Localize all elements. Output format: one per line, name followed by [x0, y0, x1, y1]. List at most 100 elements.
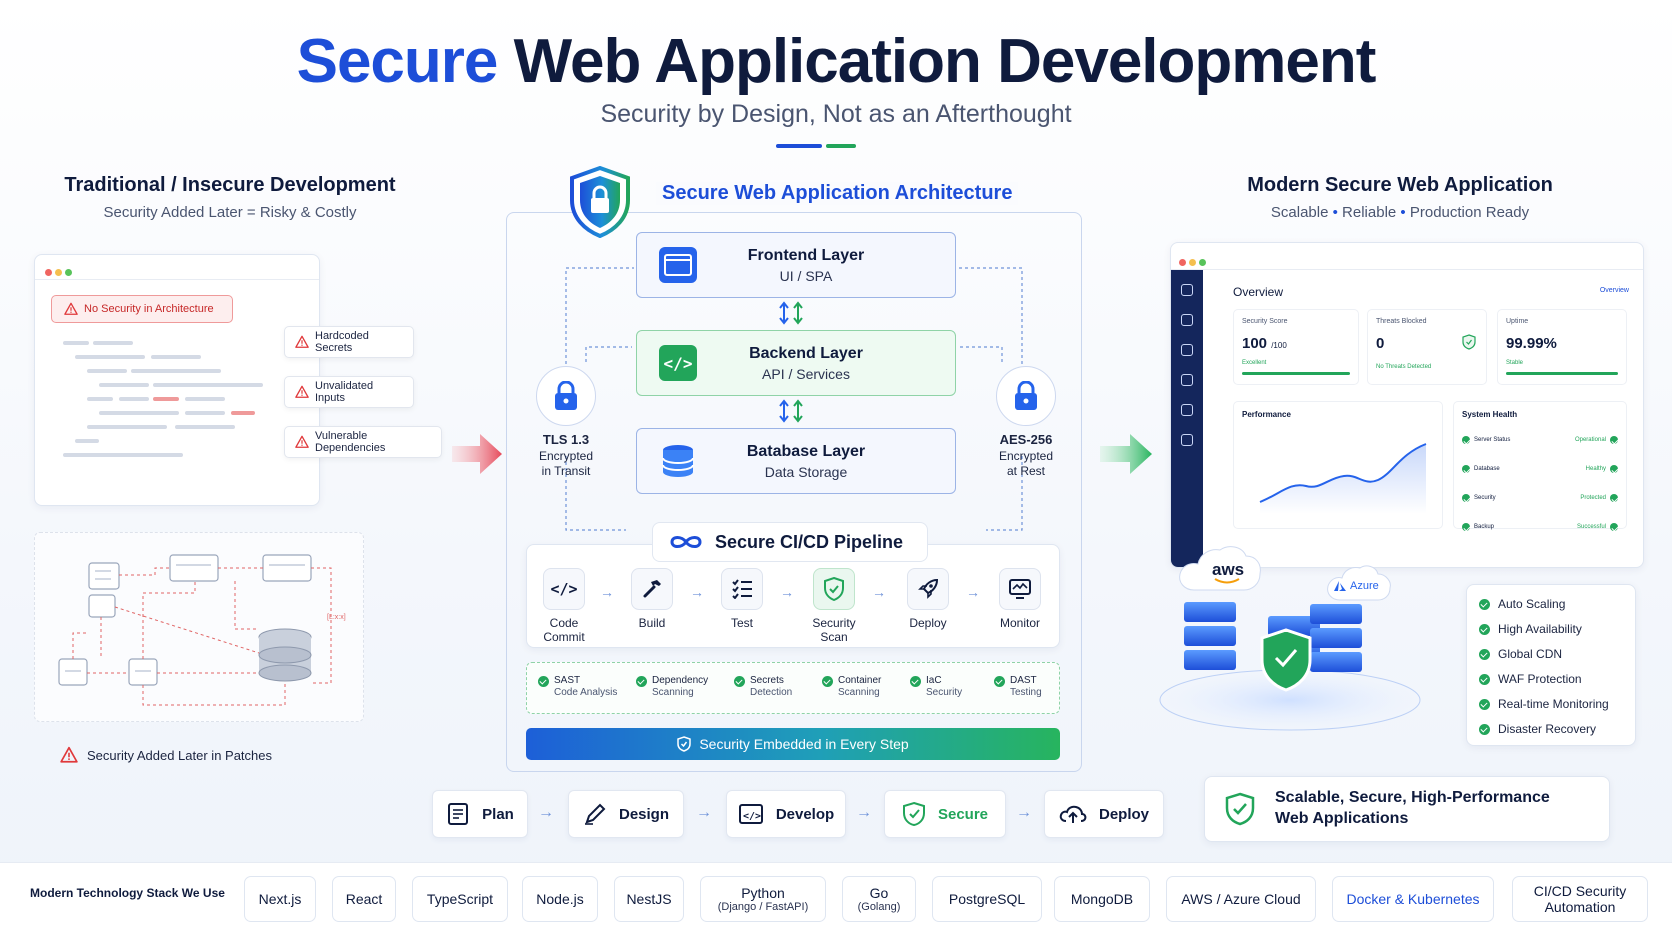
dashboard-title: Overview	[1233, 285, 1284, 299]
warning-hardcoded-secrets: Hardcoded Secrets	[284, 326, 414, 358]
pipeline-step-deploy: Deploy	[892, 568, 964, 630]
flow-arrow-icon: →	[1016, 804, 1032, 821]
gear-icon	[1181, 434, 1193, 446]
lock-icon	[1015, 381, 1037, 410]
pipeline-title-box: Secure CI/CD Pipeline	[652, 522, 928, 562]
insecure-code-window: No Security in Architecture	[34, 254, 320, 506]
checklist-icon	[721, 568, 763, 610]
performance-line-chart	[1259, 443, 1427, 514]
right-heading: Modern Secure Web Application	[1247, 174, 1553, 196]
tech-go: Go(Golang)	[842, 876, 916, 922]
tech-docker-kubernetes: Docker & Kubernetes	[1332, 876, 1494, 922]
code-window-icon: </>	[738, 804, 763, 824]
document-icon	[448, 803, 469, 825]
pipeline-arrow-icon: →	[600, 584, 614, 600]
alert-label: No Security in Architecture	[84, 303, 214, 315]
azure-logo: Azure	[1334, 580, 1379, 592]
settings-icon	[1181, 374, 1193, 386]
browser-window-icon	[659, 247, 697, 283]
flow-step-secure: Secure	[884, 790, 1006, 838]
tech-react: React	[332, 876, 396, 922]
flow-step-develop: </> Develop	[726, 790, 846, 838]
warning-icon	[295, 335, 309, 348]
shield-check-icon	[1225, 792, 1255, 826]
tech-postgresql: PostgreSQL	[932, 876, 1042, 922]
warning-vulnerable-dependencies: Vulnerable Dependencies	[284, 426, 442, 458]
tech-nestjs: NestJS	[614, 876, 684, 922]
cloud-upload-icon	[1059, 805, 1087, 823]
architecture-heading: Secure Web Application Architecture	[656, 182, 1019, 205]
tech-nextjs: Next.js	[244, 876, 316, 922]
dashboard-sidebar	[1171, 270, 1203, 567]
database-icon	[662, 445, 694, 477]
stat-security-score: Security Score 100 /100 Excellent	[1233, 309, 1359, 385]
green-arrow-icon	[1100, 434, 1152, 474]
aes-lock-badge	[996, 366, 1056, 426]
code-brackets-icon: </>	[659, 345, 697, 381]
pipeline-step-monitor: Monitor	[984, 568, 1056, 630]
architecture-frame	[506, 212, 1082, 772]
tls-lock-badge	[536, 366, 596, 426]
svg-text:</>: </>	[743, 811, 761, 822]
left-subheading: Security Added Later = Risky & Costly	[103, 204, 357, 221]
chart-icon	[1181, 404, 1193, 416]
aws-smile-icon	[1214, 578, 1240, 584]
shield-lock-icon	[570, 166, 630, 238]
layer-connectors	[565, 267, 1023, 531]
left-heading: Traditional / Insecure Development	[64, 174, 396, 196]
performance-panel: Performance	[1233, 401, 1443, 529]
cloud-infrastructure-illustration	[1159, 546, 1421, 731]
flow-step-plan: Plan	[432, 790, 528, 838]
svg-text:[L:x:x]: [L:x:x]	[327, 614, 346, 621]
pipeline-arrow-icon: →	[872, 584, 886, 600]
feature-item: Real-time Monitoring	[1479, 691, 1623, 716]
rocket-icon	[907, 568, 949, 610]
pipeline-step-test: Test	[706, 568, 778, 630]
pipeline-arrow-icon: →	[690, 584, 704, 600]
tech-mongodb: MongoDB	[1054, 876, 1150, 922]
warning-unvalidated-inputs: Unvalidated Inputs	[284, 376, 414, 408]
red-arrow-icon	[452, 434, 502, 474]
window-dots	[45, 263, 75, 281]
shield-check-icon	[902, 801, 925, 827]
stat-uptime: Uptime 99.99% Stable	[1497, 309, 1627, 385]
aws-logo: aws	[1212, 560, 1245, 579]
window-dots	[1179, 253, 1209, 271]
tech-stack-label: Modern Technology Stack We Use	[30, 886, 225, 900]
security-embedded-banner: Security Embedded in Every Step	[526, 728, 1060, 760]
pipeline-step-build: Build	[616, 568, 688, 630]
shield-check-icon	[1462, 334, 1476, 350]
promo-box: Scalable, Secure, High-Performance Web A…	[1204, 776, 1610, 842]
feature-item: High Availability	[1479, 616, 1623, 641]
overview-link[interactable]: Overview	[1599, 287, 1629, 294]
tech-aws-azure: AWS / Azure Cloud	[1166, 876, 1316, 922]
pipeline-arrow-icon: →	[780, 584, 794, 600]
no-security-alert: No Security in Architecture	[51, 295, 233, 323]
shield-check-icon	[677, 736, 692, 752]
tech-typescript: TypeScript	[412, 876, 508, 922]
lock-icon	[555, 381, 577, 410]
shield-check-icon	[813, 568, 855, 610]
warning-icon	[60, 746, 78, 763]
title-underline	[776, 144, 822, 148]
monitor-icon	[999, 568, 1041, 610]
flow-step-deploy: Deploy	[1044, 790, 1164, 838]
code-icon: </>	[543, 568, 585, 610]
security-checks-row	[526, 662, 1060, 714]
home-icon	[1181, 284, 1193, 296]
page-subtitle: Security by Design, Not as an Afterthoug…	[600, 100, 1072, 128]
tech-nodejs: Node.js	[522, 876, 598, 922]
feature-item: Global CDN	[1479, 641, 1623, 666]
